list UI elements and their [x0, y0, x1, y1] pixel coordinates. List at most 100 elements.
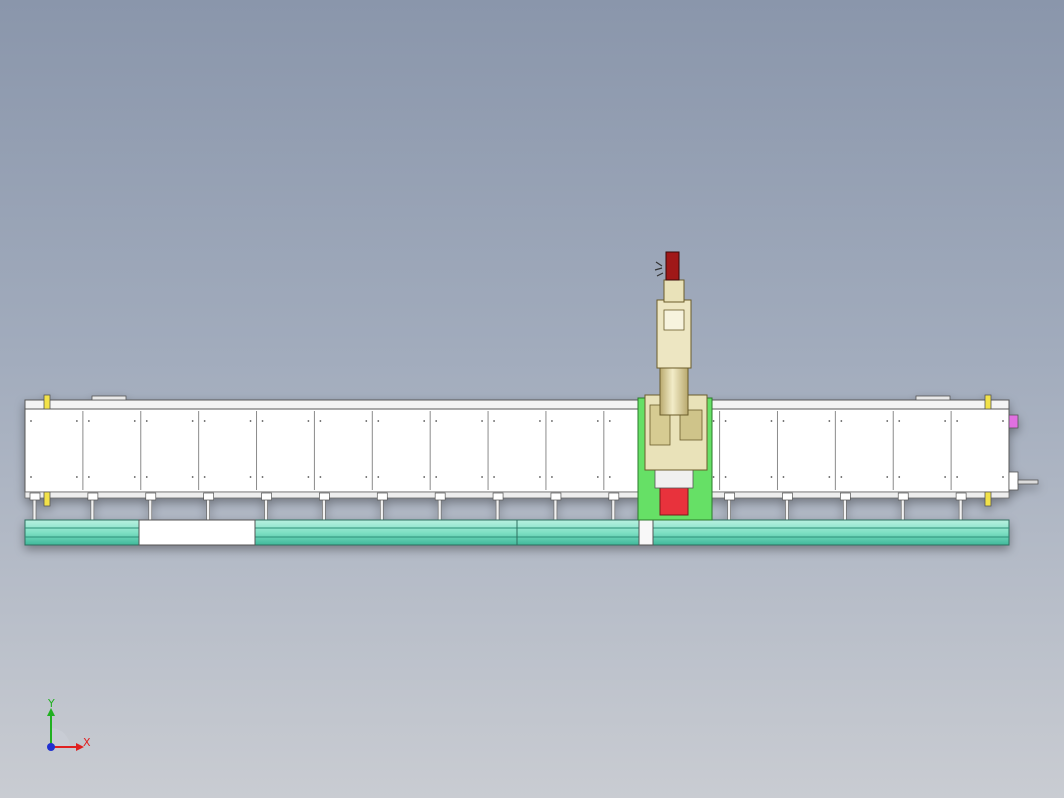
support-clamp: [782, 492, 793, 501]
panel-rivet: [1002, 420, 1004, 422]
panel-rivet: [261, 476, 264, 478]
track-supports: [29, 492, 967, 521]
panel-rivet: [377, 476, 380, 478]
panel-rivet: [307, 420, 310, 422]
support-clamp: [897, 492, 909, 501]
panel-rivet: [886, 420, 889, 422]
panel-rivet: [203, 476, 206, 478]
support-leg: [148, 497, 153, 521]
panel-rivet: [145, 476, 148, 478]
gripper-fingers: [654, 261, 664, 277]
panel-rivet: [30, 476, 32, 478]
panel-rivet: [261, 420, 264, 422]
panel-rivet: [898, 476, 901, 478]
support-clamp: [319, 492, 330, 501]
base-block: [659, 486, 689, 516]
support-clamp: [203, 492, 214, 501]
panel-rivet: [782, 476, 785, 478]
support-leg: [785, 497, 789, 521]
support-clamp: [29, 492, 41, 501]
top-bracket-right: [915, 395, 951, 401]
panel-rivet: [551, 476, 553, 478]
robot-wrist: [663, 279, 685, 303]
panel-rivet: [249, 420, 252, 422]
panel-rivet: [608, 476, 611, 478]
panel-rivet: [956, 420, 959, 422]
panel-rivet: [30, 420, 32, 422]
panel-rivets: [30, 420, 1004, 478]
base-mount: [654, 469, 694, 489]
sensor-left-bottom: [43, 491, 51, 507]
panel-rivet: [423, 420, 426, 422]
panel-rivet: [493, 476, 495, 478]
panel-rivet: [724, 420, 727, 422]
panel-rivet: [551, 420, 553, 422]
panel-rivet: [249, 476, 252, 478]
panel-rivet: [191, 476, 194, 478]
panel-rivet: [191, 420, 194, 422]
sensor-right-bottom: [984, 491, 992, 507]
panel-rivet: [365, 420, 368, 422]
panel-rivet: [596, 420, 599, 422]
sensor-left-top: [43, 394, 51, 410]
support-leg: [611, 497, 616, 521]
panel-rivet: [75, 420, 78, 422]
linear-track[interactable]: [24, 394, 1039, 546]
panel-rivet: [481, 420, 483, 422]
panel-rivet: [712, 476, 715, 478]
panel-rivet: [365, 476, 368, 478]
support-leg: [843, 497, 847, 521]
robot-lower-arm: [659, 364, 689, 416]
panel-rivet: [770, 476, 773, 478]
top-bracket-left: [91, 395, 127, 401]
support-leg: [495, 497, 500, 521]
panel-rivet: [1002, 476, 1004, 478]
end-stop: [1008, 471, 1019, 491]
support-clamp: [376, 492, 388, 501]
panel-rivet: [712, 420, 715, 422]
robot-gripper: [665, 251, 680, 281]
end-marker: [1008, 414, 1019, 429]
panel-rivet: [145, 420, 148, 422]
support-leg: [32, 497, 37, 521]
support-leg: [900, 497, 905, 521]
panel-rivet: [886, 476, 889, 478]
panel-rivet: [493, 420, 495, 422]
panel-rivet: [840, 476, 843, 478]
support-leg: [90, 497, 95, 521]
sensor-right-top: [984, 394, 992, 410]
panel-rivet: [828, 420, 831, 422]
y-axis-label: Y: [48, 697, 55, 710]
support-clamp: [145, 492, 157, 501]
track-panel-body: [24, 408, 1010, 493]
panel-rivet: [203, 420, 206, 422]
panel-rivet: [840, 420, 843, 422]
coordinate-triad-icon: [47, 708, 84, 751]
z-axis-icon: [47, 743, 55, 751]
support-leg: [437, 497, 442, 521]
support-base-strip: [24, 491, 1010, 499]
panel-rivet: [944, 420, 947, 422]
support-clamp: [724, 492, 735, 501]
panel-rivet: [596, 476, 599, 478]
panel-rivet: [724, 476, 727, 478]
support-clamp: [550, 492, 562, 501]
robot-arm[interactable]: [644, 251, 708, 471]
panel-rivet: [435, 476, 438, 478]
robot-motor: [679, 409, 703, 441]
panel-rivet: [435, 420, 438, 422]
support-clamp: [608, 492, 620, 501]
support-clamp: [261, 492, 272, 501]
panel-rivet: [87, 420, 90, 422]
rail-cover-block: [138, 519, 256, 546]
panel-rivet: [307, 476, 310, 478]
support-leg: [958, 497, 963, 521]
coordinate-triad: Y X: [38, 698, 98, 758]
support-leg: [322, 497, 326, 521]
panel-rivet: [423, 476, 426, 478]
robot-joint: [663, 309, 685, 331]
support-leg: [553, 497, 558, 521]
panel-rivet: [377, 420, 380, 422]
